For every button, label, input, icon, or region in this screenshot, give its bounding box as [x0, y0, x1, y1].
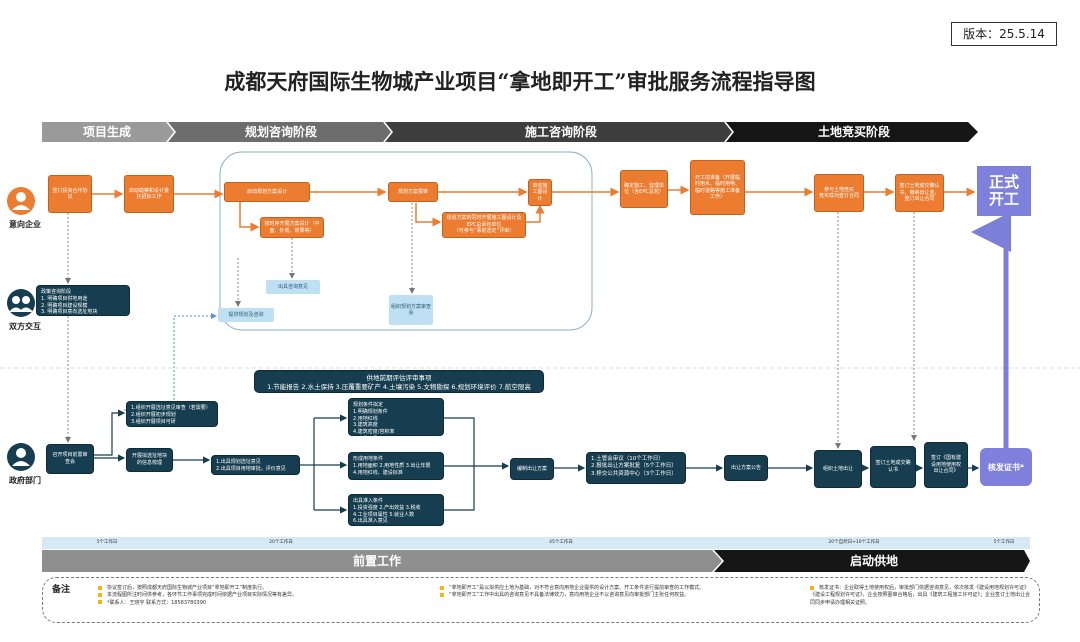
note-item: *联系人：王晓宇 联系方式：18583780390 [98, 600, 398, 607]
box-start-plan-design: 启动规划方案设计 [224, 182, 310, 202]
box-sign-confirmation: 签订土地成交确认书 [870, 446, 916, 488]
note-item: 核发证书：企业取得土地使用权后，审批部门依据咨询意见，依次核发《建设用地规划许可… [810, 585, 1031, 606]
notes-col-2: “拿地即开工”是以拟供应土地为基础，对不符合意向用地企业提供的设计方案、开工条件… [440, 585, 790, 600]
assessment-title: 供地前期评估评审事项 [366, 374, 432, 382]
box-land-bidding: 参与土地竞买 竞买成功签订合同 [814, 174, 864, 212]
bullet-icon [810, 585, 814, 590]
timeline-bg [42, 537, 1030, 549]
box-planning-opinion: 1.出具规划选址意见 2.出具项目用地审批，评价意见 [211, 455, 300, 475]
note-item: “拿地即开工”工作中出具的咨询意见不具备法律效力，意向用地企业不以咨询意见向审批… [440, 592, 790, 599]
timeline-4: 20个自然日+10个工作日 [828, 540, 880, 545]
phase-label-2: 规划咨询阶段 [244, 125, 317, 139]
phase-bar-1 [42, 122, 174, 142]
box-issue-certificate: 核发证书* [980, 448, 1032, 486]
box-land-committee: 1.土管会审议（10个工作日） 2.报批出让方案批复（5个工作日） 3.移交公共… [586, 452, 686, 484]
box-plan-design-sequence: 按时序开展方案设计（平面、外观、效果等） [260, 217, 324, 238]
bullet-icon [440, 592, 444, 597]
assessment-list: 1.节能报告 2.水土保持 3.压覆重要矿产 4.土壤污染 5.文物勘探 6.规… [267, 383, 531, 392]
phase-label-1: 项目生成 [82, 125, 131, 139]
role-enterprise: 意向企业 [9, 220, 41, 229]
box-policy-consult: 政策咨询阶段 1. 明确项目供地用途 2. 明确项目建设规模 3. 明确项目意向… [36, 285, 130, 316]
box-start-construction-drawing: 启动施工图设计 [528, 179, 552, 206]
phase-bar-4 [726, 122, 978, 142]
phase-label-bottom-2: 启动供地 [849, 554, 898, 568]
both-parties-icon [7, 289, 35, 317]
phase-label-4: 土地竞买阶段 [817, 125, 890, 139]
box-planning-conditions: 规划条件拟定 1.明确规划条件 2.用地红线 3.建筑高度 4.建筑密度/容积率… [348, 398, 444, 442]
box-site-info: 开展拟选址地块的信息梳理 [126, 448, 173, 472]
box-official-start: 正式 开工 [977, 166, 1031, 216]
bullet-icon [98, 600, 102, 604]
bullet-icon [440, 585, 444, 590]
bullet-icon [98, 585, 102, 590]
box-sign-transfer-contract: 签订《国有建设用地使用权出让合同》 [924, 442, 968, 488]
timeline-5: 5个工作日 [993, 540, 1015, 545]
box-sign-land-contract: 签订土地成交确认书，缴纳出让金，签订出让合同 [895, 174, 944, 212]
note-item: “拿地即开工”是以拟供应土地为基础，对不符合意向用地企业提供的设计方案、开工条件… [440, 585, 790, 592]
phase-bar-2 [168, 122, 391, 142]
box-land-conditions: 形成用地条件 1.用地面积 2.用地性质 3.出让年限 4.用地红线、建设标准 [348, 452, 444, 480]
box-plan-announcement: 出让方案公告 [724, 455, 768, 481]
box-plan-review-meeting: 组织规划方案审查会 [389, 295, 433, 325]
box-sign-agreement: 签订投资合作协议 [48, 175, 92, 213]
version-label: 版本：25.5.14 [951, 22, 1057, 46]
phase-bar-3 [385, 122, 732, 142]
box-plan-opinion: 出具咨询意见 [266, 280, 320, 294]
timeline-2: 20个工作日 [269, 540, 293, 545]
note-item: 本流程图所注时间供参考，各环节工作事项完成时间依据产业项目实际情况等有差异。 [98, 592, 398, 599]
notes-col-3: 核发证书：企业取得土地使用权后，审批部门依据咨询意见，依次核发《建设用地规划许可… [810, 585, 1034, 607]
role-both: 双方交互 [9, 322, 41, 331]
page-title: 成都天府国际生物城产业项目“拿地即开工”审批服务流程指导图 [224, 69, 816, 94]
box-pre-review-meeting: 召开项目前置审查会 [46, 444, 94, 474]
bullet-icon [98, 592, 102, 597]
enterprise-person-icon [7, 187, 35, 215]
box-select-contractor: 确定施工、监理单位（含EPC总包） [620, 170, 668, 208]
planning-region [219, 151, 593, 331]
notes-label: 备注 [52, 585, 71, 595]
box-access-conditions: 出具准入条件 1.投资强度 2.产出效益 3.税收 4.工业项目属性 5.就业人… [348, 494, 444, 526]
phase-label-bottom-1: 前置工作 [352, 554, 401, 568]
timeline-3: 45个工作日 [549, 540, 573, 545]
role-gov: 政府部门 [9, 476, 41, 485]
box-plan-submit: 规划方案报审 [388, 182, 438, 202]
government-person-icon [7, 443, 35, 471]
box-construction-drawing-epc: 规划方案的同时开展施工图设计及 EPC总承包单位 （可参与“事前选定”评审） [442, 212, 526, 238]
box-pre-construction-prep: 开工前准备（开展临时用水、临时用电、临时道路等施工准备工作） [690, 160, 745, 215]
box-organize-transfer: 组织土地出让 [814, 450, 862, 488]
notes-col-1: 协议签订后，按照成都天府国际生物城产业项目“拿地即开工”制度执行。 本流程图所注… [98, 585, 398, 607]
phase-bar-bottom-1 [42, 550, 722, 572]
box-transfer-plan: 编制出让方案 [510, 458, 554, 480]
box-start-survey-design: 启动勘察和设计委托招标工作 [124, 175, 174, 213]
box-site-review: 1.组织开展选址意见审查（若需要） 2.组织开展初步规划 3.组织开展项目可研 [126, 401, 218, 427]
notes-panel [42, 577, 1040, 623]
timeline-1: 5个工作日 [96, 540, 118, 545]
phase-label-3: 施工咨询阶段 [524, 125, 597, 139]
phase-bar-bottom-2 [714, 550, 1030, 572]
note-item: 协议签订后，按照成都天府国际生物城产业项目“拿地即开工”制度执行。 [98, 585, 398, 592]
box-assessment-items: 供地前期评估评审事项 1.节能报告 2.水土保持 3.压覆重要矿产 4.土壤污染… [254, 370, 544, 393]
box-submit-plan-consult: 提供规划及咨询 [218, 308, 274, 322]
